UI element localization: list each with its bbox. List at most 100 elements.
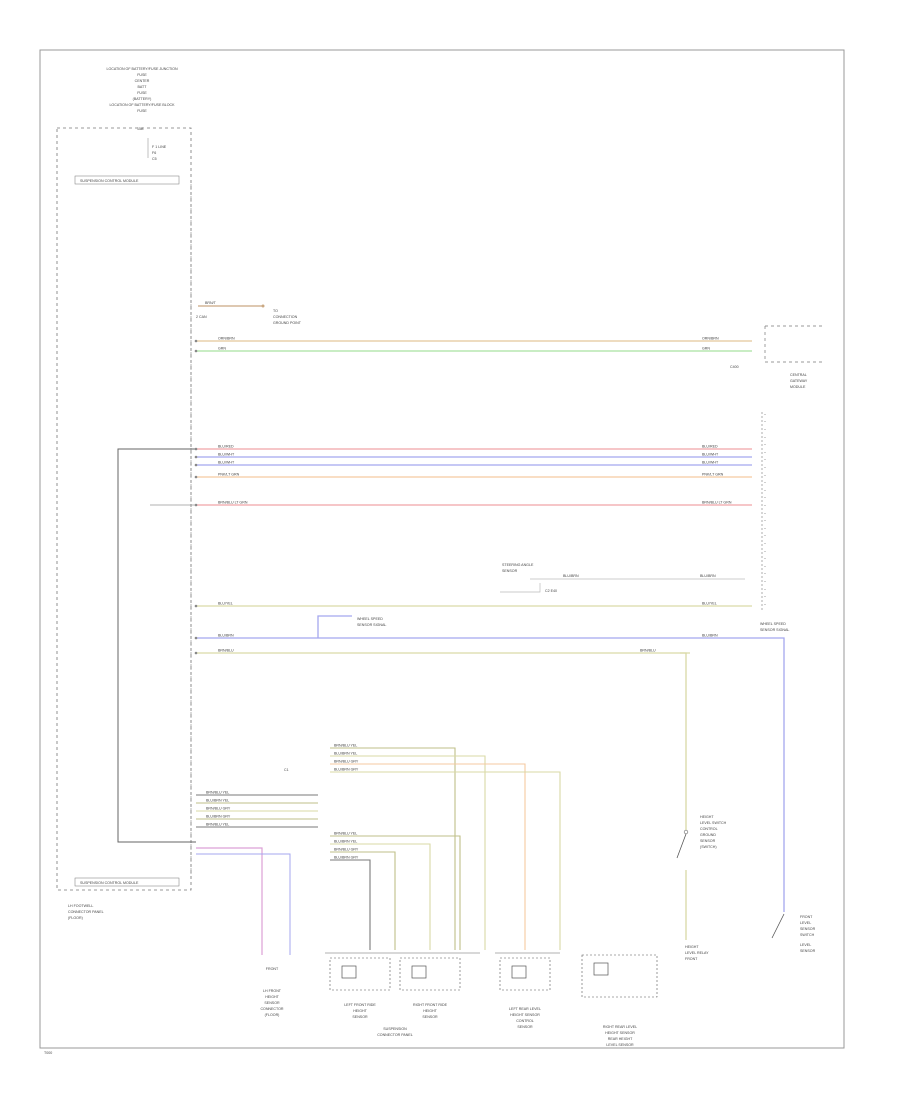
strip-pin: – [764, 587, 766, 591]
footwell-line: CONNECTOR PANEL [68, 910, 104, 914]
strip-pin: – [764, 435, 766, 439]
bundle-tag: BRN/BLU YEL [206, 791, 229, 795]
fuse-title-line: FUSE [137, 109, 147, 113]
strip-pin: – [764, 450, 766, 454]
sensor-rear-label: LEFT REAR LEVEL [509, 1007, 541, 1011]
wire-tag-end: BLU/WHT [702, 453, 719, 457]
signal-wire: BRN/BLU BRN/BLU [194, 649, 690, 655]
connector-label: C1 [284, 768, 289, 772]
group-tag-b: BRN/BLU GRY [334, 848, 359, 852]
wire-tag: BRN/BLU [218, 649, 234, 653]
strip-pin: – [764, 473, 766, 477]
svg-text:BRN/T: BRN/T [205, 301, 217, 305]
svg-text:SENSOR: SENSOR [502, 569, 518, 573]
bundle-tag: BLU/BRN GRY [206, 815, 231, 819]
strip-pin: – [764, 427, 766, 431]
wire-tag: ORN/BRN [218, 337, 235, 341]
svg-text:F 1 LINE: F 1 LINE [152, 145, 167, 149]
bundle-tag: BRN/BLU GRY [206, 807, 231, 811]
strip-pin: – [764, 412, 766, 416]
suspension-module-bottom-text: SUSPENSION CONTROL MODULE [80, 881, 139, 885]
sensor-left-label: HEIGHT [265, 995, 279, 999]
svg-text:CONTROL: CONTROL [700, 827, 718, 831]
wire-tag: BLU/WHT [218, 453, 235, 457]
sensor-mid-a-label: LEFT FRONT RIDE [344, 1003, 376, 1007]
signal-wire: ORN/BRN ORN/BRN [194, 337, 752, 343]
signal-wire: BRN/BLU LT GRN BRN/BLU LT GRN [194, 501, 752, 507]
sensor-rear-label: CONTROL [516, 1019, 534, 1023]
strip-pin: – [764, 526, 766, 530]
front-level-switch: FRONT LEVEL SENSOR SWITCH LEVEL SENSOR [771, 890, 816, 953]
svg-text:TO: TO [273, 309, 278, 313]
wire-tag-end: ORN/BRN [702, 337, 719, 341]
suspension-module-bottom-label [74, 877, 180, 887]
strip-pin: – [764, 465, 766, 469]
wire-tag: GRN [218, 347, 226, 351]
blue-drop-right [752, 637, 785, 890]
wire-tag-end: BLU/RED [702, 445, 718, 449]
svg-text:BLU/BRN: BLU/BRN [700, 574, 716, 578]
return-wire-left [117, 448, 198, 843]
blue-loop [317, 615, 352, 638]
svg-text:FRONT: FRONT [800, 915, 813, 919]
svg-text:CENTRAL: CENTRAL [790, 373, 807, 377]
svg-text:(SWITCH): (SWITCH) [700, 845, 717, 849]
sensor-left-label: (FLOOR) [265, 1013, 280, 1017]
sensor-mid-b-label: HEIGHT [423, 1009, 437, 1013]
height-level-switch: HEIGHT LEVEL SWITCH CONTROL GROUND SENSO… [676, 815, 727, 961]
group-tag: BLU/BRN YEL [334, 752, 357, 756]
footwell-line: LH FOOTWELL [68, 904, 93, 908]
svg-text:SENSOR: SENSOR [800, 949, 816, 953]
sensor-connectors: LH FRONTHEIGHTSENSORCONNECTOR(FLOOR)LEFT… [260, 952, 658, 1047]
strip-pin: – [764, 541, 766, 545]
sensor-rear-r-label: HEIGHT SENSOR [605, 1031, 635, 1035]
wire-tag-end: GRN [702, 347, 710, 351]
strip-pin: – [764, 602, 766, 606]
sensor-mid-b-label: RIGHT FRONT RIDE [413, 1003, 448, 1007]
svg-text:LEVEL SWITCH: LEVEL SWITCH [700, 821, 727, 825]
strip-pin: – [764, 572, 766, 576]
wire-tag: BLU/YEL [218, 602, 233, 606]
strip-pin: – [764, 480, 766, 484]
group-mid-label: CONNECTOR PANEL [377, 1033, 413, 1037]
svg-text:C400: C400 [730, 365, 739, 369]
strip-pin: – [764, 549, 766, 553]
sheet-border [39, 49, 845, 1049]
fuse-supply-wire: BRN/T TO CONNECTION GROUND POINT 2 CAN [196, 301, 302, 325]
wire-tag-end: BLU/BRN [702, 634, 718, 638]
fuse-title-line: LOCATION OF BATTERY/FUSE JUNCTION [106, 67, 177, 71]
svg-text:HEIGHT: HEIGHT [700, 815, 714, 819]
front-row-label: FRONT [266, 967, 279, 971]
svg-text:SWITCH: SWITCH [800, 933, 815, 937]
sensor-mid-b-label: SENSOR [422, 1015, 438, 1019]
svg-text:HEIGHT: HEIGHT [685, 945, 699, 949]
svg-text:WHEEL SPEED: WHEEL SPEED [357, 617, 383, 621]
strip-pin: – [764, 488, 766, 492]
wire-bundles: BRN/BLU YEL BLU/BRN YEL BRN/BLU GRY BLU/BRN… [196, 744, 561, 955]
strip-pin: – [764, 420, 766, 424]
fuse-title-line: CENTER [135, 79, 150, 83]
strip-pin: – [764, 556, 766, 560]
wire-tag: BRN/BLU LT GRN [218, 501, 248, 505]
central-gateway-module: CENTRAL GATEWAY MODULE C400 [730, 325, 825, 389]
wire-tag-end: BRN/BLU LT GRN [702, 501, 732, 505]
bundle-tag: BRN/BLU YEL [206, 823, 229, 827]
svg-text:GROUND POINT: GROUND POINT [273, 321, 302, 325]
svg-text:SENSOR: SENSOR [800, 927, 816, 931]
sensor-box [581, 954, 658, 998]
svg-text:C5: C5 [152, 157, 157, 161]
fuse-title-line: FUSE [137, 73, 147, 77]
strip-pin: – [764, 534, 766, 538]
sensor-box [399, 957, 461, 991]
svg-text:FRONT: FRONT [685, 957, 698, 961]
right-connector-strip: –––––––––––––––––––––––––– [761, 412, 766, 612]
wire-tag-end: BRN/BLU [640, 649, 656, 653]
strip-pin: – [764, 564, 766, 568]
